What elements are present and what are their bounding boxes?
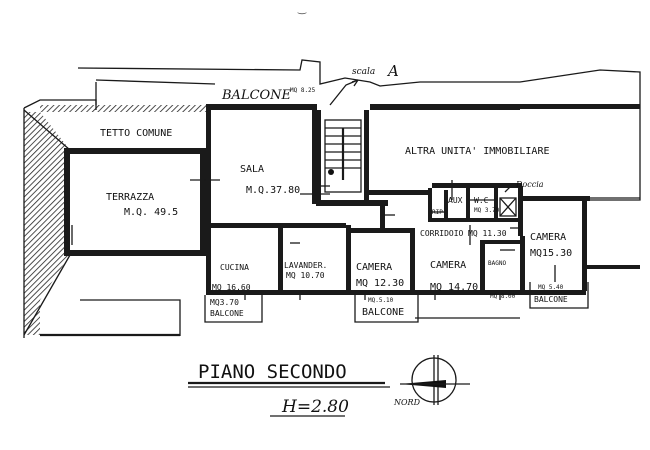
service-walls xyxy=(428,180,522,222)
north-label: NORD xyxy=(393,398,421,407)
balcone-mid-area: MQ.5.10 xyxy=(368,297,394,304)
room-labels: TETTO COMUNE TERRAZZA M.Q. 49.5 SALA M.Q… xyxy=(100,62,572,318)
stair-label: scala xyxy=(352,67,375,77)
camera2-area: MQ 14.70 xyxy=(430,282,478,293)
cucina-area: MQ 16.60 xyxy=(212,283,251,292)
balcone-top-name: BALCONE xyxy=(221,88,292,103)
balcone-left-name: BALCONE xyxy=(210,309,244,318)
aux-label: AUX xyxy=(448,196,463,205)
balcone-top-area: MQ 8.25 xyxy=(290,87,316,94)
wc-name: W.C xyxy=(474,196,489,205)
doccia-label: Doccia xyxy=(515,180,544,189)
corridoio-label: CORRIDOIO xyxy=(420,229,464,238)
altra-unita-label: ALTRA UNITA' IMMOBILIARE xyxy=(405,146,550,157)
balcone-left-area: MQ3.70 xyxy=(210,298,239,307)
bagno-area: MQ 8.00 xyxy=(490,293,516,300)
lavander-area: MQ 10.70 xyxy=(286,271,325,280)
camera1-area: MQ 12.30 xyxy=(356,278,404,289)
stair-up-dot xyxy=(328,169,334,175)
bedroom-walls xyxy=(244,205,556,300)
lavander-name: LAVANDER. xyxy=(284,261,327,270)
balcone-right-name: BALCONE xyxy=(534,295,568,304)
camera3-area: MQ15.30 xyxy=(530,248,572,259)
stair-core xyxy=(316,79,388,206)
balcone-right-area: MQ 5.40 xyxy=(538,284,564,291)
stair-treads xyxy=(325,127,361,180)
sala-name: SALA xyxy=(240,164,264,175)
height-note: H=2.80 xyxy=(281,397,349,417)
sala-area: M.Q.37.80 xyxy=(246,185,300,196)
camera3-name: CAMERA xyxy=(530,232,566,243)
rip-label: RIP xyxy=(432,209,443,216)
stair-letter: A xyxy=(386,62,399,80)
balcone-mid-name: BALCONE xyxy=(362,307,404,318)
bagno-name: BAGNO xyxy=(488,260,506,267)
plan-title: PIANO SECONDO xyxy=(198,361,347,383)
outer-walls xyxy=(23,59,641,338)
camera2-name: CAMERA xyxy=(430,260,466,271)
tetto-label: TETTO COMUNE xyxy=(100,128,172,139)
altra-unita-walls xyxy=(368,112,641,291)
north-arrow: NORD xyxy=(393,355,470,407)
wc-area: MQ 3.70 xyxy=(474,207,500,214)
corridoio-area: MQ 11.30 xyxy=(468,229,507,238)
corner-mark: ‿ xyxy=(297,4,307,15)
camera1-name: CAMERA xyxy=(356,262,392,273)
terrazza-area: M.Q. 49.5 xyxy=(124,207,178,218)
west-wall xyxy=(24,112,70,335)
terrazza-area xyxy=(64,148,220,256)
terrazza-name: TERRAZZA xyxy=(106,192,154,203)
title-block: PIANO SECONDO H=2.80 xyxy=(188,361,390,417)
cucina-name: CUCINA xyxy=(220,263,249,272)
north-wall-left xyxy=(40,105,206,112)
